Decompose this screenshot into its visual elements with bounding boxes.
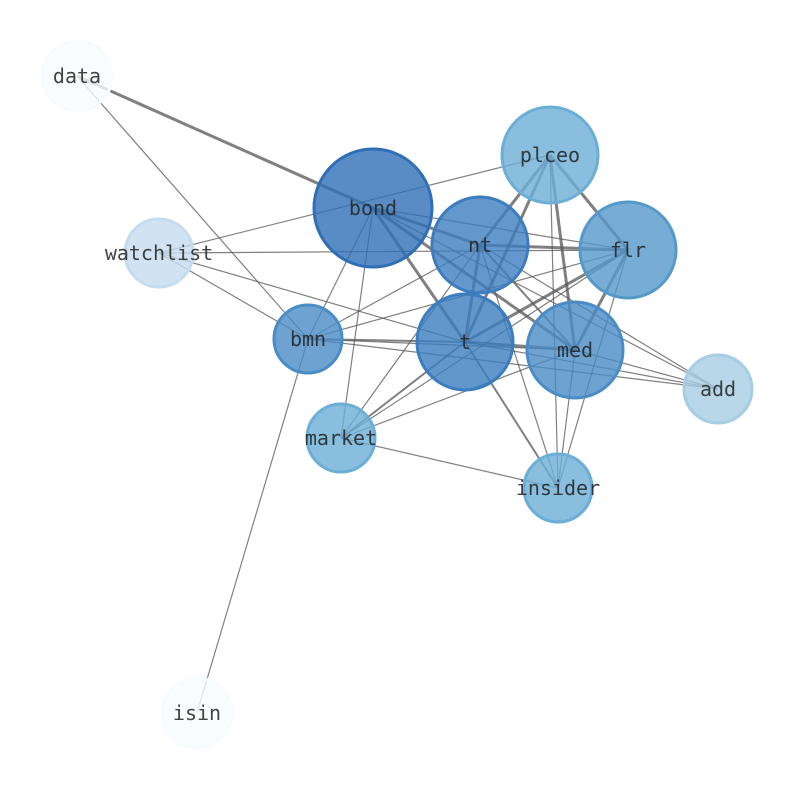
- edge-bond-add: [372, 207, 719, 390]
- node-circle[interactable]: [272, 303, 344, 375]
- node-insider[interactable]: insider: [516, 452, 600, 524]
- node-bmn[interactable]: bmn: [272, 303, 344, 375]
- node-t[interactable]: t: [415, 292, 515, 392]
- node-med[interactable]: med: [525, 300, 625, 400]
- node-circle[interactable]: [525, 300, 625, 400]
- node-label: isin: [173, 701, 221, 725]
- node-circle[interactable]: [415, 292, 515, 392]
- node-nt[interactable]: nt: [430, 195, 530, 295]
- node-circle[interactable]: [500, 105, 600, 205]
- node-circle[interactable]: [123, 217, 195, 289]
- node-isin[interactable]: isin: [160, 676, 234, 750]
- node-plceo[interactable]: plceo: [500, 105, 600, 205]
- node-circle[interactable]: [578, 200, 678, 300]
- node-watchlist[interactable]: watchlist: [105, 217, 213, 289]
- node-market[interactable]: market: [305, 402, 377, 474]
- edge-bmn-isin: [196, 338, 309, 714]
- edge-bmn-add: [307, 338, 719, 390]
- node-label: nt: [468, 233, 492, 257]
- nodes-layer: data plceo bond nt flr watchlist bmn t med add mar…: [40, 39, 754, 750]
- node-circle[interactable]: [160, 676, 234, 750]
- node-label: med: [557, 338, 593, 362]
- node-label: flr: [610, 238, 646, 262]
- node-circle[interactable]: [305, 402, 377, 474]
- edge-market-insider: [340, 437, 559, 489]
- node-circle[interactable]: [682, 353, 754, 425]
- node-bond[interactable]: bond: [312, 147, 434, 269]
- node-circle[interactable]: [430, 195, 530, 295]
- node-label: t: [459, 330, 471, 354]
- node-label: bond: [349, 196, 397, 220]
- node-circle[interactable]: [522, 452, 594, 524]
- node-label: add: [700, 377, 736, 401]
- node-label: plceo: [520, 143, 580, 167]
- node-add[interactable]: add: [682, 353, 754, 425]
- node-label: market: [305, 426, 377, 450]
- node-circle[interactable]: [312, 147, 434, 269]
- node-data[interactable]: data: [40, 39, 114, 113]
- node-label: data: [53, 64, 101, 88]
- node-flr[interactable]: flr: [578, 200, 678, 300]
- node-label: watchlist: [105, 241, 213, 265]
- node-label: insider: [516, 476, 600, 500]
- node-circle[interactable]: [40, 39, 114, 113]
- node-label: bmn: [290, 327, 326, 351]
- edge-watchlist-t: [158, 252, 466, 343]
- edge-data-bmn: [76, 75, 309, 340]
